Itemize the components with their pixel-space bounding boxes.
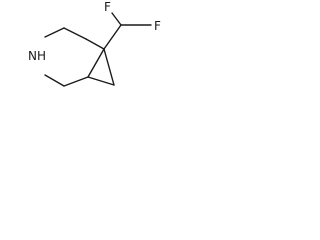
chemical-structure-diagram: NH F F <box>28 0 161 87</box>
bond-c6-n <box>44 74 65 87</box>
bond-c2-c3 <box>63 27 87 40</box>
bond-c4-c5 <box>87 48 105 78</box>
bonds <box>44 12 152 87</box>
bond-chf2-f-left <box>111 12 122 26</box>
bond-c5-c6 <box>63 76 89 87</box>
bond-c5-c7 <box>87 76 115 86</box>
bond-n-c2 <box>44 27 65 38</box>
bond-c3-c4 <box>85 38 105 50</box>
bond-c4-c7 <box>103 48 115 86</box>
bond-c4-chf2 <box>103 24 122 50</box>
atom-label-fluorine-right: F <box>154 19 161 33</box>
atom-label-nitrogen: NH <box>28 49 46 63</box>
atom-label-fluorine-top: F <box>104 0 111 14</box>
